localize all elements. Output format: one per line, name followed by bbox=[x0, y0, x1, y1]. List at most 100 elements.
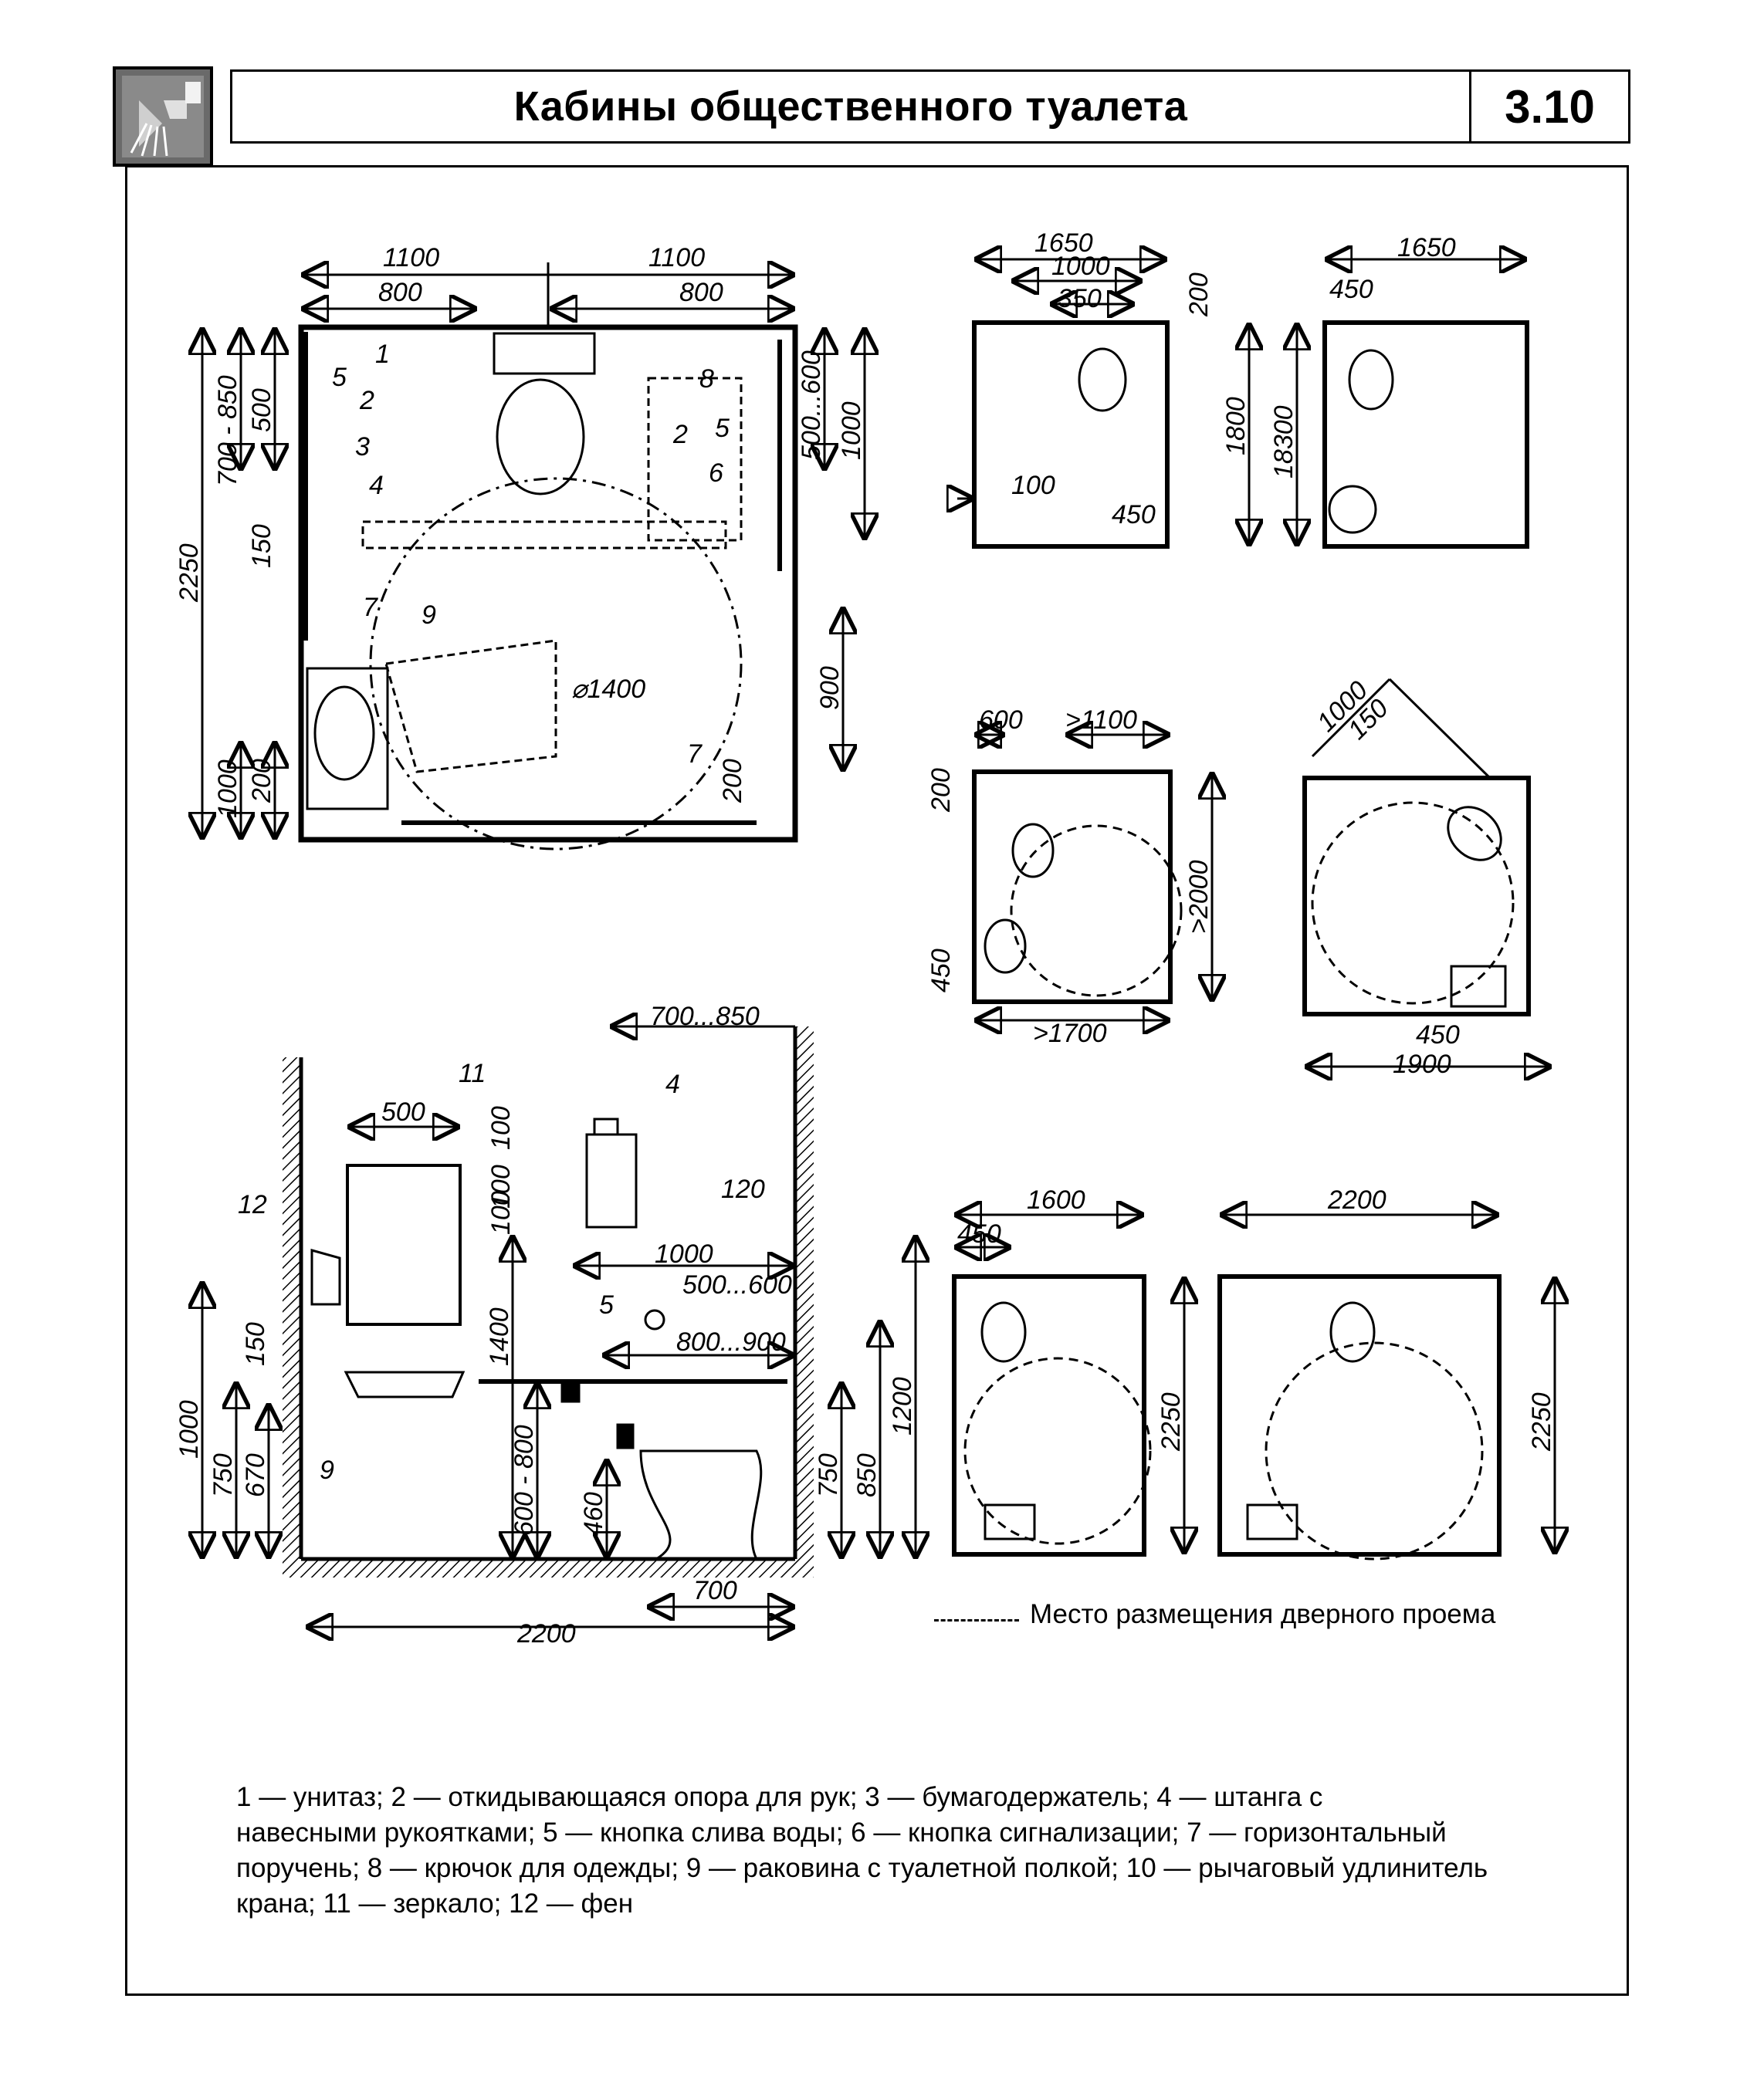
page-title: Кабины общественного туалета bbox=[513, 83, 1188, 130]
plan-small-f bbox=[1217, 1215, 1555, 1561]
dim-a-1000: 1000 bbox=[1051, 252, 1110, 281]
dim-700-850: 700 - 850 bbox=[213, 375, 242, 486]
callout-7-bottom: 7 bbox=[687, 739, 703, 769]
dim-e-plan-450: 450 bbox=[957, 1219, 1001, 1249]
plan-small-b-labels: 1650 450 18300 bbox=[1269, 233, 1456, 479]
plan-small-f-labels: 2200 2250 bbox=[1327, 1185, 1556, 1452]
dim-e-670: 670 bbox=[241, 1453, 270, 1497]
dim-1000-right: 1000 bbox=[837, 401, 866, 460]
dim-a-450: 450 bbox=[1112, 500, 1156, 529]
dim-200-right: 200 bbox=[718, 759, 747, 803]
dim-circle-1400: ⌀1400 bbox=[571, 675, 645, 704]
dim-e-1200: 1200 bbox=[888, 1377, 917, 1436]
dim-c-600: 600 bbox=[979, 705, 1023, 735]
dim-f-2200: 2200 bbox=[1327, 1185, 1386, 1215]
callout-11: 11 bbox=[459, 1059, 486, 1088]
elevation bbox=[202, 1026, 916, 1627]
callout-1: 1 bbox=[375, 340, 390, 369]
dim-c-gt1700: >1700 bbox=[1033, 1019, 1107, 1048]
dim-e-2200: 2200 bbox=[516, 1619, 576, 1649]
dim-c-200: 200 bbox=[926, 768, 956, 813]
dim-d-450: 450 bbox=[1416, 1020, 1460, 1050]
callout-5: 5 bbox=[332, 363, 347, 392]
plan-small-d bbox=[1302, 678, 1552, 1067]
plan-small-c bbox=[972, 735, 1212, 1020]
dim-b-450: 450 bbox=[1329, 275, 1373, 304]
caption-line-3: поручень; 8 — крючок для одежды; 9 — рак… bbox=[236, 1853, 1488, 1883]
dim-1100-left: 1100 bbox=[383, 243, 439, 272]
dim-e-750-right: 750 bbox=[814, 1453, 843, 1497]
callout-9: 9 bbox=[422, 600, 436, 630]
dim-2250: 2250 bbox=[174, 543, 204, 603]
dim-900: 900 bbox=[815, 666, 845, 710]
dim-c-450: 450 bbox=[926, 949, 956, 993]
callout-9-elevation: 9 bbox=[320, 1456, 334, 1485]
plan-large-labels: 1100 1100 800 800 700 - 850 500 2250 150… bbox=[174, 243, 866, 818]
plan-small-b bbox=[1297, 259, 1529, 549]
callout-4: 4 bbox=[369, 471, 384, 500]
plan-small-e-labels: 1600 450 2250 bbox=[957, 1185, 1186, 1452]
dim-e-1400: 1400 bbox=[485, 1307, 514, 1366]
dim-e-1000: 1000 bbox=[655, 1239, 713, 1269]
dim-800-right: 800 bbox=[679, 278, 723, 307]
dim-1000: 1000 bbox=[213, 759, 242, 818]
callout-12: 12 bbox=[238, 1190, 267, 1219]
section-number-box: 3.10 bbox=[1471, 69, 1630, 144]
callout-5-right: 5 bbox=[715, 414, 730, 443]
dim-500-600: 500...600 bbox=[797, 350, 826, 460]
dim-1100-right: 1100 bbox=[648, 243, 705, 272]
dim-150: 150 bbox=[247, 524, 276, 568]
dim-e-700-850: 700...850 bbox=[650, 1002, 760, 1031]
dim-e-600-800: 600 - 800 bbox=[510, 1425, 539, 1536]
dim-e-100-c: 100 bbox=[486, 1191, 516, 1235]
callout-3: 3 bbox=[355, 432, 370, 462]
dim-800-left: 800 bbox=[378, 278, 422, 307]
dim-200: 200 bbox=[247, 759, 276, 803]
legend-dashed-line bbox=[934, 1619, 1019, 1621]
dim-e-850: 850 bbox=[852, 1453, 882, 1497]
dim-e-500: 500 bbox=[381, 1097, 425, 1127]
dim-e-460: 460 bbox=[579, 1492, 608, 1536]
title-box: Кабины общественного туалета bbox=[230, 69, 1471, 144]
legend-text: Место размещения дверного проема bbox=[1030, 1599, 1496, 1629]
section-number: 3.10 bbox=[1505, 80, 1595, 133]
plan-large bbox=[202, 262, 865, 850]
plan-small-d-labels: 1000 150 450 1900 bbox=[1312, 675, 1460, 1079]
dim-e-700: 700 bbox=[693, 1576, 737, 1605]
callout-6: 6 bbox=[709, 458, 723, 488]
caption-line-1: 1 — унитаз; 2 — откидывающаяся опора для… bbox=[236, 1782, 1323, 1812]
dim-d-1900: 1900 bbox=[1393, 1050, 1451, 1079]
dim-c-gt2000: >2000 bbox=[1184, 860, 1214, 934]
caption-line-2: навесными рукоятками; 5 — кнопка слива в… bbox=[236, 1818, 1447, 1848]
callout-4-elevation: 4 bbox=[665, 1070, 680, 1099]
elevation-labels: 700...850 500 100 100 100 120 1000 500..… bbox=[174, 1002, 917, 1649]
callout-8: 8 bbox=[699, 364, 714, 394]
dim-a-350: 350 bbox=[1058, 284, 1102, 313]
dim-b-18300: 18300 bbox=[1269, 405, 1298, 479]
dim-a-100: 100 bbox=[1011, 471, 1055, 500]
dim-e-120: 120 bbox=[721, 1175, 765, 1204]
dim-e-100-b: 100 bbox=[486, 1165, 516, 1209]
dim-a-1650: 1650 bbox=[1034, 228, 1093, 258]
dim-b-1650: 1650 bbox=[1397, 233, 1456, 262]
dim-e-1000-left: 1000 bbox=[174, 1400, 204, 1459]
callout-2-right: 2 bbox=[672, 420, 688, 449]
dim-f-2250: 2250 bbox=[1527, 1392, 1556, 1452]
caption-line-4: крана; 11 — зеркало; 12 — фен bbox=[236, 1889, 634, 1919]
dim-e-800-900: 800...900 bbox=[676, 1327, 786, 1357]
plan-small-e bbox=[952, 1215, 1184, 1557]
callout-7: 7 bbox=[363, 593, 378, 622]
plan-small-c-labels: 600 >1100 200 >2000 450 >1700 bbox=[926, 705, 1214, 1048]
dim-e-500-600: 500...600 bbox=[682, 1270, 792, 1300]
dim-e-750-left: 750 bbox=[208, 1453, 238, 1497]
washroom-icon bbox=[113, 66, 213, 167]
plan-small-a-labels: 1650 1000 350 200 1800 100 450 bbox=[1011, 228, 1251, 529]
dim-a-1800: 1800 bbox=[1221, 397, 1251, 455]
callout-5-elevation: 5 bbox=[599, 1290, 614, 1320]
dim-e-100-a: 100 bbox=[486, 1106, 516, 1150]
content-frame bbox=[125, 165, 1629, 1996]
callout-2: 2 bbox=[359, 386, 374, 415]
dim-c-gt1100: >1100 bbox=[1065, 705, 1137, 735]
caption: 1 — унитаз; 2 — откидывающаяся опора для… bbox=[236, 1780, 1564, 1922]
